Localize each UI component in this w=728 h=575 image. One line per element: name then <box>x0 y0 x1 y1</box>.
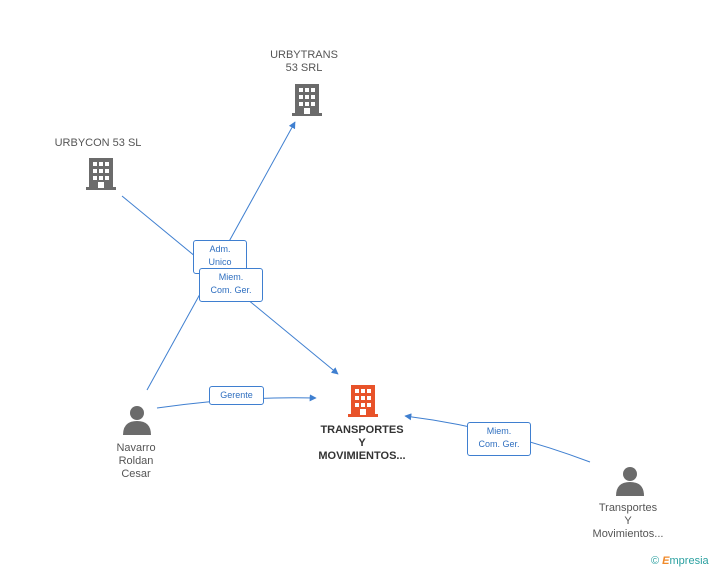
person-icon[interactable] <box>616 467 644 496</box>
edge-label-gerente: Gerente <box>209 386 264 405</box>
building-icon[interactable] <box>86 158 116 190</box>
edge-label-miem-com-ger: Miem. Com. Ger. <box>467 422 531 456</box>
brand-initial: E <box>662 555 670 567</box>
brand-name: mpresia <box>669 555 709 567</box>
node-label-urbytrans[interactable]: URBYTRANS 53 SRL <box>270 49 338 74</box>
copyright-symbol: © <box>651 555 660 567</box>
node-label-urbycon[interactable]: URBYCON 53 SL <box>54 137 142 149</box>
building-icon[interactable] <box>348 385 378 417</box>
node-label-main-company[interactable]: TRANSPORTES Y MOVIMIENTOS... <box>318 424 406 462</box>
empresia-logo: © Empresia <box>651 555 709 567</box>
person-icon[interactable] <box>123 406 151 435</box>
node-label-transportes-person[interactable]: Transportes Y Movimientos... <box>592 502 664 540</box>
node-label-navarro[interactable]: Navarro Roldan Cesar <box>116 442 156 480</box>
building-icon[interactable] <box>292 84 322 116</box>
edge-label-miem-com-ger: Miem. Com. Ger. <box>199 268 263 302</box>
